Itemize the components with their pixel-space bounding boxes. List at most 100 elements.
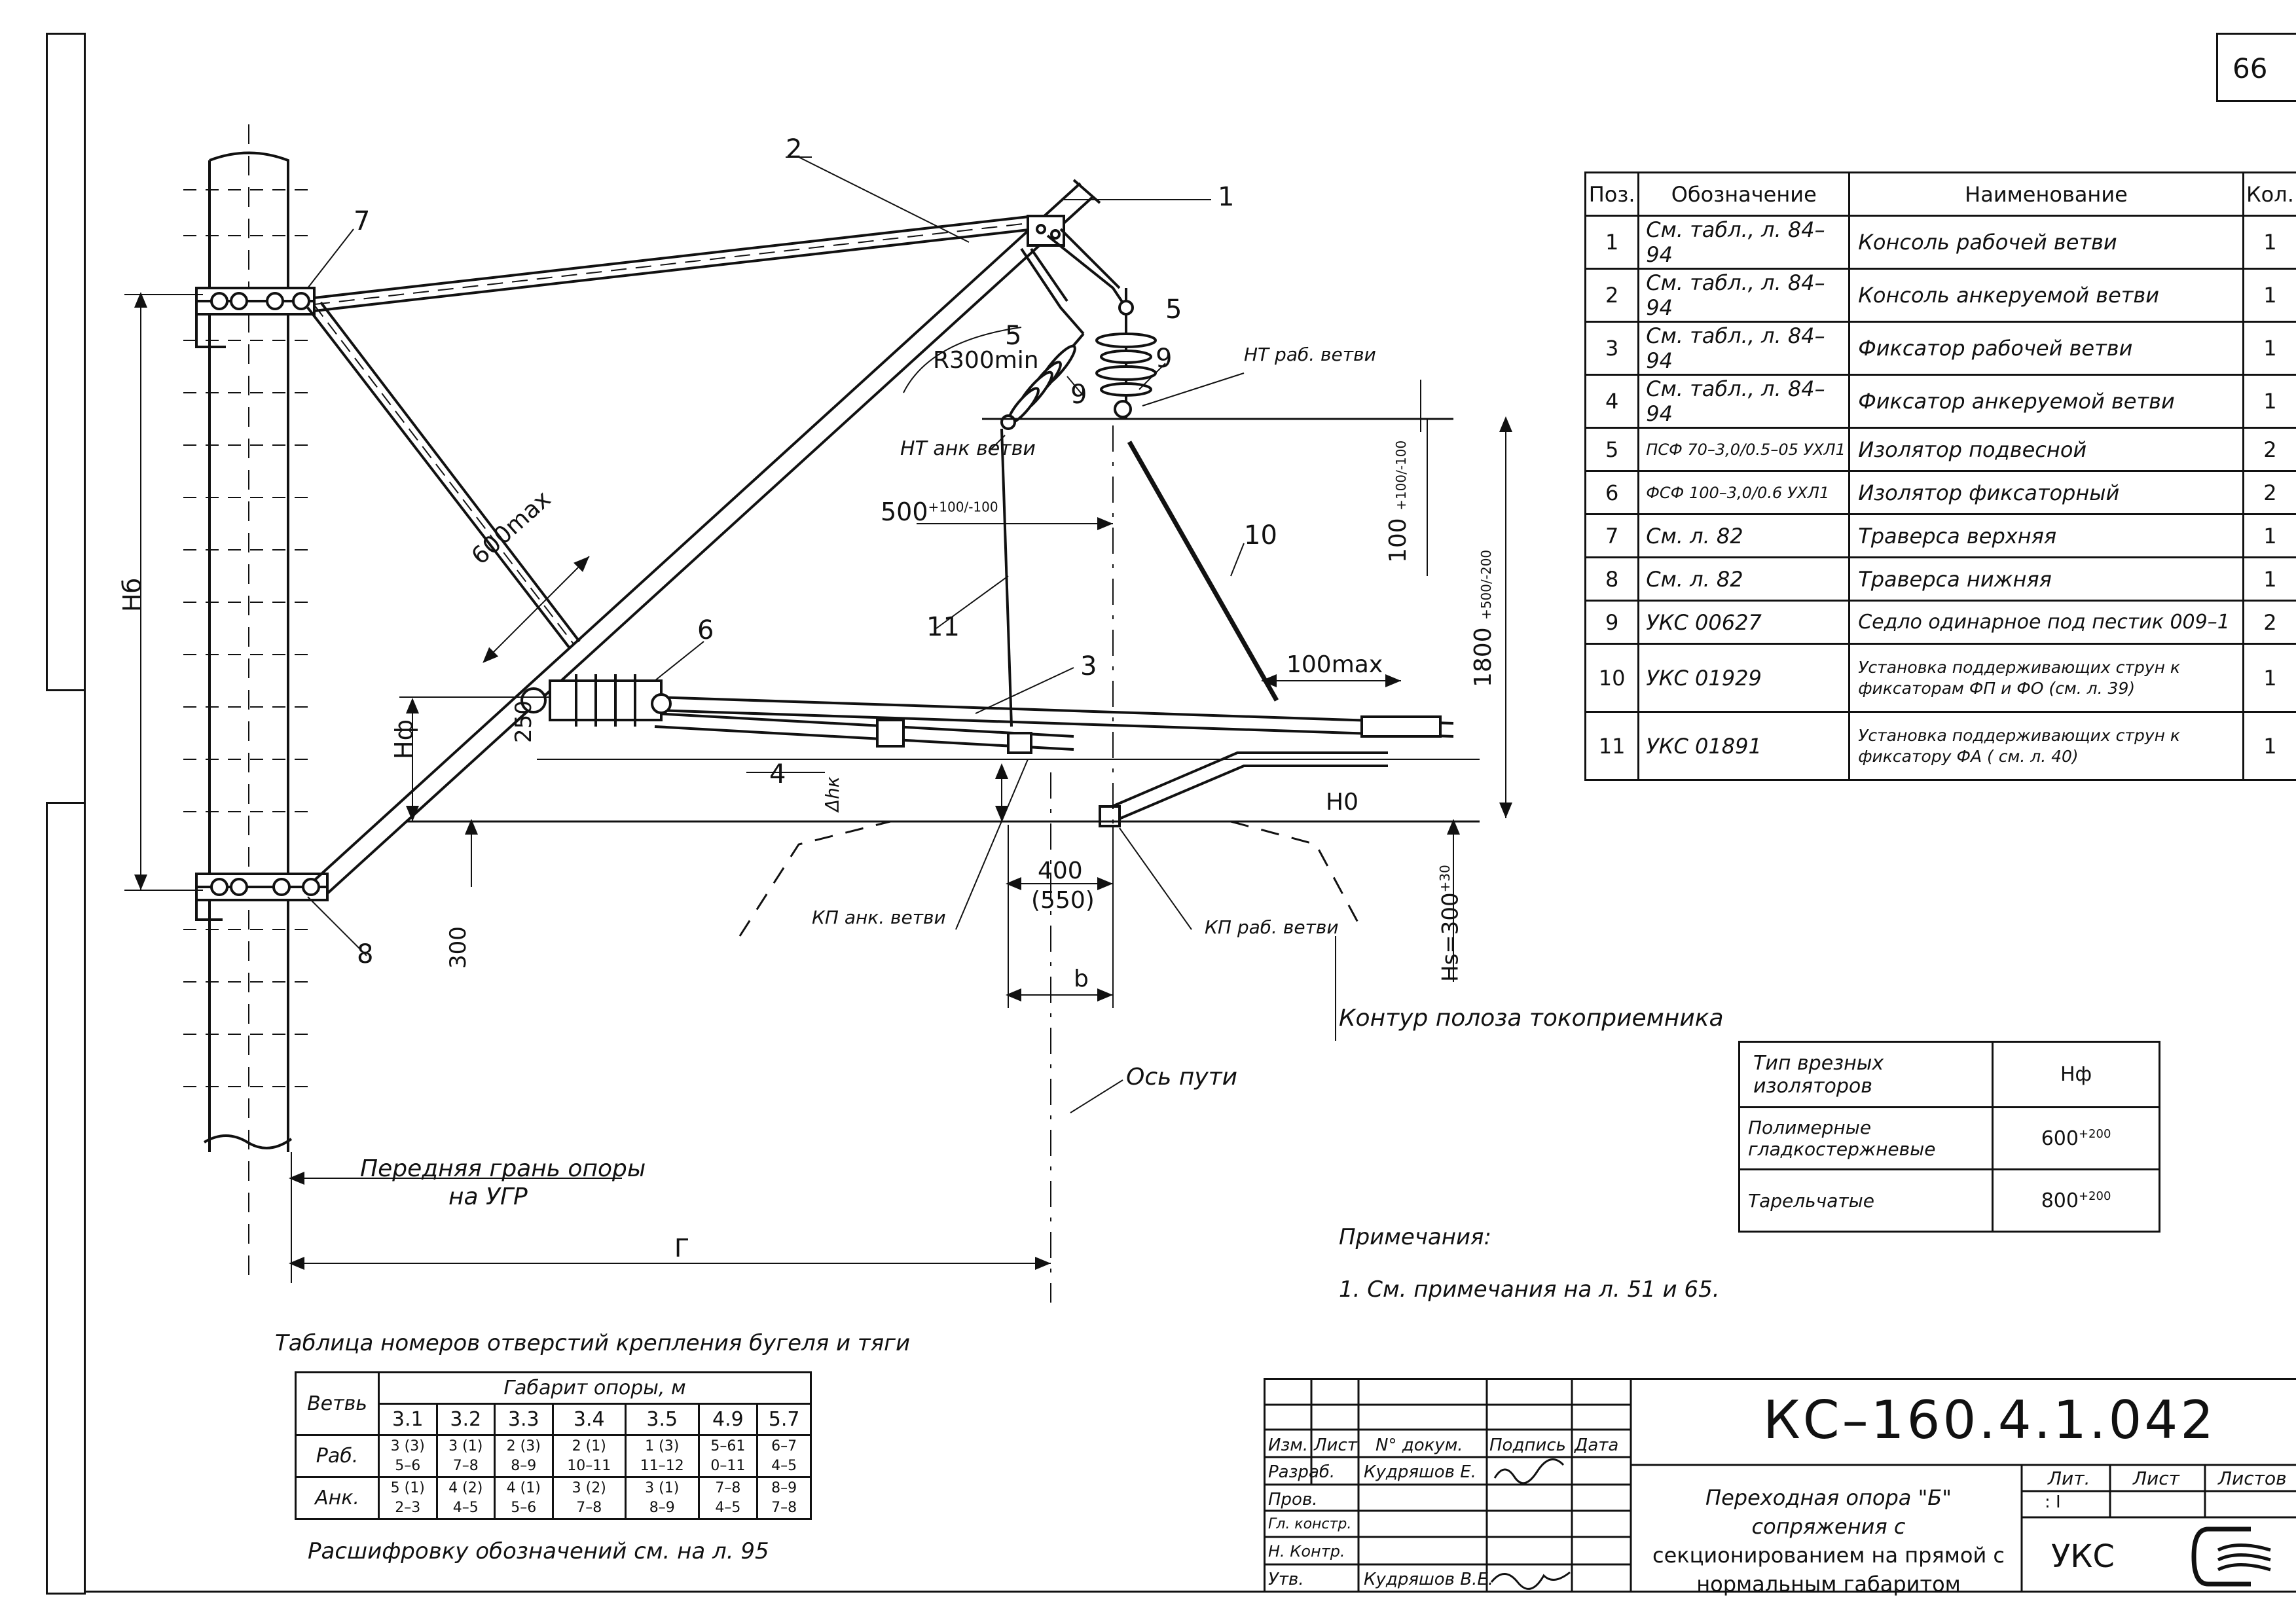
signature-developer bbox=[1493, 1458, 1565, 1485]
tb-col-date: Дата bbox=[1575, 1435, 1619, 1455]
steady-arm bbox=[1099, 751, 1388, 827]
spec-row: 11 УКС 01891 Установка поддерживающих ст… bbox=[1584, 711, 2296, 781]
sheet-number: 66 bbox=[2232, 52, 2268, 84]
hole-table-branch-header: Ветвь bbox=[295, 1371, 380, 1436]
label-h-b: Hб bbox=[118, 577, 147, 612]
label-pos-5-left: 5 bbox=[1005, 321, 1022, 351]
tb-doc-code: КС–160.4.1.042 bbox=[1763, 1390, 2217, 1451]
sheet-number-box bbox=[2216, 33, 2296, 102]
tb-stage-lit: Лит. bbox=[2048, 1468, 2090, 1489]
tb-col-izm: Изм. bbox=[1268, 1435, 1309, 1455]
support-pole bbox=[203, 124, 293, 1276]
label-dim-250: 250 bbox=[511, 700, 537, 743]
label-pos-9-right: 9 bbox=[1156, 344, 1173, 374]
spec-header-name: Наименование bbox=[1848, 171, 2244, 217]
spec-row: 2 См. табл., л. 84–94 Консоль анкеруемой… bbox=[1584, 268, 2296, 323]
tb-col-list: Лист bbox=[1314, 1435, 1357, 1455]
notes-title: Примечания: bbox=[1339, 1224, 1491, 1250]
hole-table-row: Раб. 3 (3) 3 (1) 2 (3) 2 (1) 1 (3) 5–61 … bbox=[295, 1434, 812, 1478]
label-pos-4: 4 bbox=[769, 759, 786, 789]
label-front-face-2: на УГР bbox=[448, 1183, 528, 1210]
hole-table-caption: Таблица номеров отверстий крепления буге… bbox=[275, 1330, 911, 1356]
tb-stage-sheets: Листов bbox=[2218, 1468, 2287, 1489]
label-r300: R300min bbox=[933, 347, 1039, 374]
signature-approved bbox=[1490, 1571, 1571, 1590]
main-console bbox=[313, 179, 1101, 895]
spec-header-pos: Поз. bbox=[1584, 171, 1640, 217]
label-kp-anchor: КП анк. ветви bbox=[812, 907, 946, 928]
title-block-grid bbox=[1266, 1380, 2296, 1593]
tb-col-doc: N° докум. bbox=[1376, 1435, 1463, 1455]
label-dim-300: 300 bbox=[445, 926, 471, 969]
label-dim-500: 500+100/-100 bbox=[881, 497, 998, 526]
tb-role-checked: Пров. bbox=[1268, 1490, 1318, 1509]
spec-row: 8 См. л. 82 Траверса нижняя 1 bbox=[1584, 556, 2296, 602]
label-h-0: H0 bbox=[1326, 789, 1358, 816]
tb-name-approved: Кудряшов В.Е. bbox=[1364, 1570, 1494, 1589]
insulator-table: Тип врезных изоляторов Hф Полимерные гла… bbox=[1738, 1041, 2160, 1233]
dropper-10 bbox=[1127, 441, 1279, 702]
drawing-frame bbox=[84, 33, 2296, 1593]
tb-stage-lit-value: : I bbox=[2045, 1492, 2061, 1512]
label-front-face-1: Передняя грань опоры bbox=[360, 1155, 646, 1182]
label-hs: Hs=300+30 bbox=[1437, 865, 1464, 982]
binding-strip bbox=[46, 33, 86, 691]
spec-row: 3 См. табл., л. 84–94 Фиксатор рабочей в… bbox=[1584, 321, 2296, 376]
label-dim-b: b bbox=[1074, 965, 1089, 992]
suspension-insulator-work bbox=[1095, 288, 1157, 419]
tb-stage-sheet: Лист bbox=[2133, 1468, 2179, 1489]
hole-table: Ветвь Габарит опоры, м 3.1 3.2 3.3 3.4 3… bbox=[295, 1371, 812, 1520]
label-pos-9-left: 9 bbox=[1070, 380, 1087, 410]
spec-row: 6 ФСФ 100–3,0/0.6 УХЛ1 Изолятор фиксатор… bbox=[1584, 470, 2296, 515]
spec-row: 1 См. табл., л. 84–94 Консоль рабочей ве… bbox=[1584, 215, 2296, 270]
upper-traverse bbox=[195, 287, 316, 348]
pantograph-contour bbox=[738, 820, 1363, 937]
console-strut bbox=[306, 301, 581, 649]
leader-lines bbox=[307, 156, 1336, 1113]
tb-role-norm: Н. Контр. bbox=[1268, 1542, 1345, 1561]
label-dim-g: Г bbox=[674, 1234, 690, 1263]
label-pos-3: 3 bbox=[1080, 651, 1097, 681]
lower-traverse bbox=[195, 873, 329, 921]
label-dim-100: 100 +100/-100 bbox=[1385, 440, 1412, 563]
tb-role-chief: Гл. констр. bbox=[1268, 1516, 1352, 1532]
upper-tie-rod bbox=[314, 215, 1035, 312]
tb-name-developer: Кудряшов Е. bbox=[1364, 1462, 1476, 1482]
label-track-axis: Ось пути bbox=[1126, 1064, 1237, 1091]
spec-header-code: Обозначение bbox=[1637, 171, 1851, 217]
spec-row: 4 См. табл., л. 84–94 Фиксатор анкеруемо… bbox=[1584, 374, 2296, 429]
org-logo-icon bbox=[2191, 1526, 2271, 1587]
label-pos-8: 8 bbox=[357, 939, 374, 969]
insulator-header-hf: Hф bbox=[1992, 1041, 2160, 1108]
insulator-header-type: Тип врезных изоляторов bbox=[1738, 1041, 1994, 1108]
tb-col-sign: Подпись bbox=[1489, 1435, 1566, 1455]
hole-table-row: Анк. 5 (1) 4 (2) 4 (1) 3 (2) 3 (1) 7–8 8… bbox=[295, 1476, 812, 1520]
label-pos-6: 6 bbox=[697, 615, 714, 645]
spec-row: 7 См. л. 82 Траверса верхняя 1 bbox=[1584, 513, 2296, 558]
tb-role-approved: Утв. bbox=[1268, 1570, 1304, 1589]
suspension-insulator-anchor bbox=[1000, 333, 1085, 430]
spec-row: 5 ПСФ 70–3,0/0.5–05 УХЛ1 Изолятор подвес… bbox=[1584, 427, 2296, 472]
specification-table: Поз. Обозначение Наименование Кол. 1 См.… bbox=[1584, 171, 2296, 781]
label-delta-hk: Δhк bbox=[822, 776, 843, 812]
spec-row: 9 УКС 00627 Седло одинарное под пестик 0… bbox=[1584, 600, 2296, 645]
hole-table-group-header: Габарит опоры, м bbox=[378, 1371, 812, 1405]
registration-arm-anchor bbox=[654, 712, 1074, 754]
label-pos-7: 7 bbox=[354, 206, 371, 236]
label-pos-2: 2 bbox=[786, 134, 803, 164]
label-dim-1800: 1800 +500/-200 bbox=[1470, 549, 1497, 687]
tb-role-developer: Разраб. bbox=[1268, 1462, 1336, 1482]
label-kp-work: КП раб. ветви bbox=[1205, 916, 1339, 938]
label-dim-550: (550) bbox=[1031, 887, 1095, 914]
dimension-lines bbox=[124, 292, 1512, 1283]
title-block: Изм. Лист N° докум. Подпись Дата Разраб.… bbox=[1264, 1378, 2296, 1597]
hole-table-footnote: Расшифровку обозначений см. на л. 95 bbox=[308, 1538, 769, 1564]
label-nt-anchor: НТ анк ветви bbox=[900, 437, 1036, 460]
insulator-row: Тарельчатые 800+200 bbox=[1738, 1168, 2160, 1233]
label-nt-work: НТ раб. ветви bbox=[1244, 344, 1376, 365]
label-pos-11: 11 bbox=[926, 612, 960, 642]
notes-item-1: 1. См. примечания на л. 51 и 65. bbox=[1339, 1276, 1720, 1303]
tb-title: Переходная опора "Б" сопряжения с секцио… bbox=[1652, 1485, 2005, 1597]
